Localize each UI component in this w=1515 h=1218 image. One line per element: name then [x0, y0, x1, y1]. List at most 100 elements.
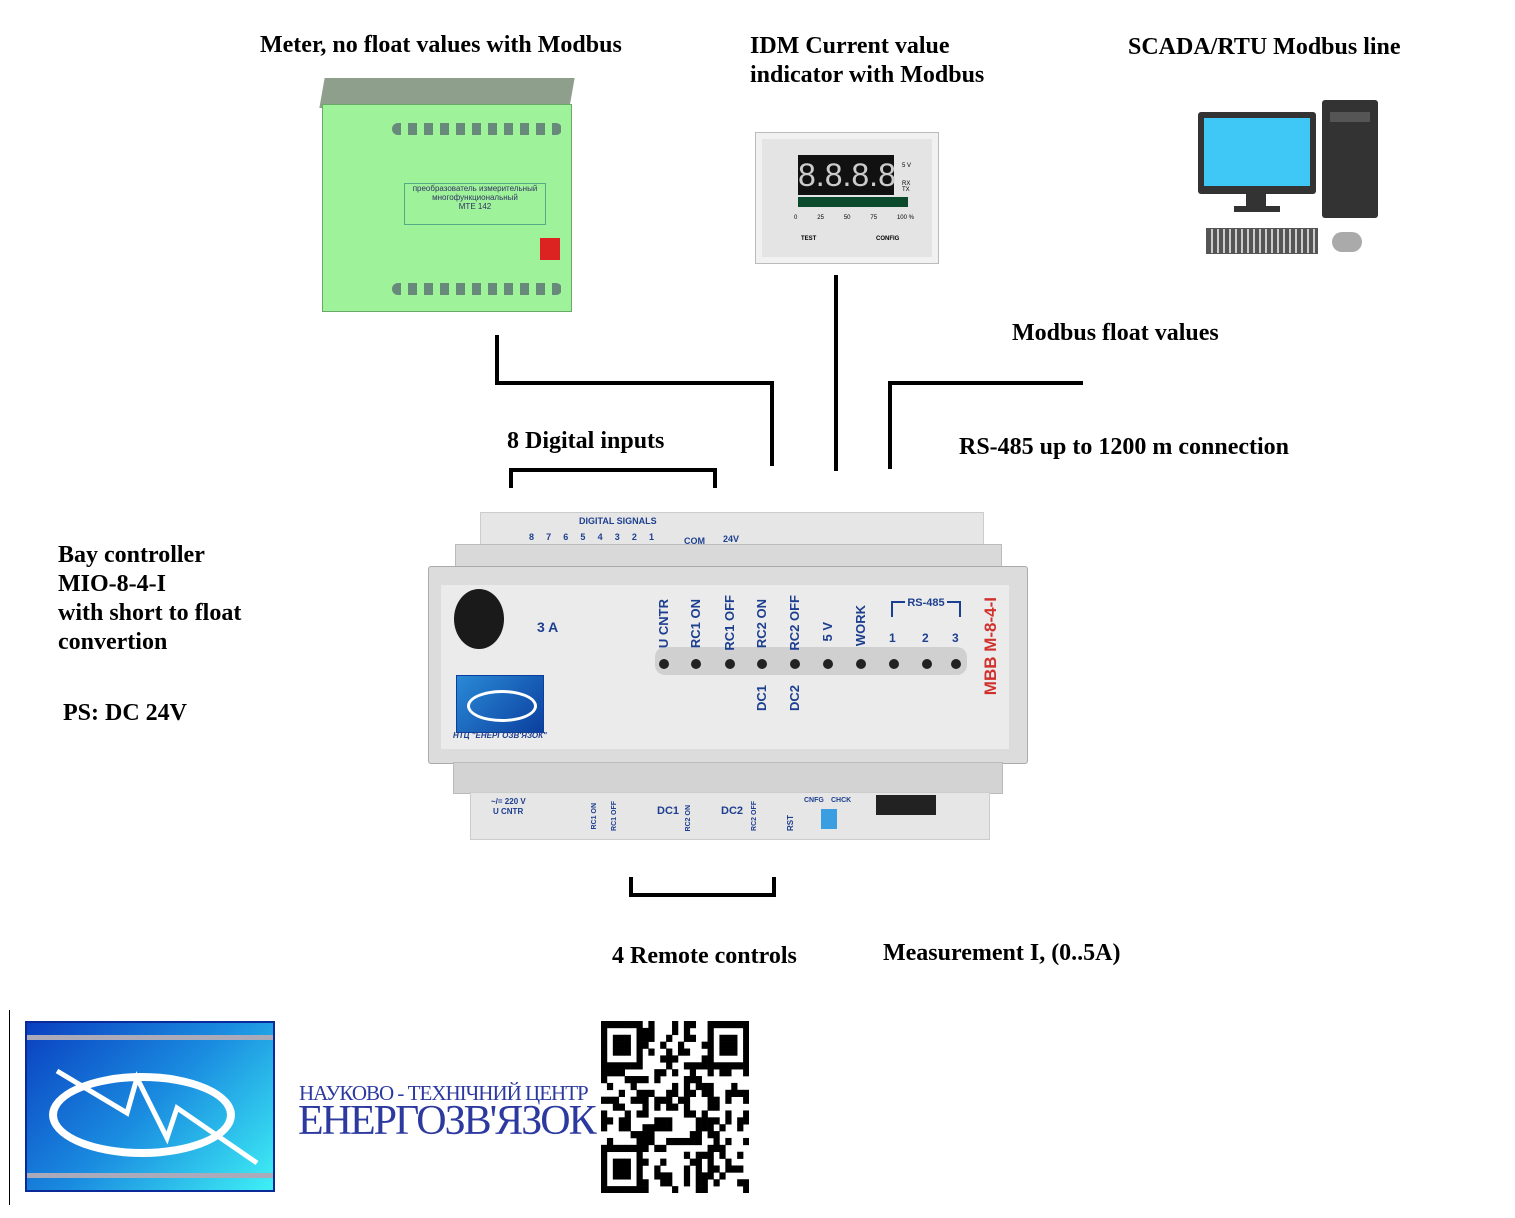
- rs485-group-label: RS-485: [905, 597, 947, 609]
- idm-scale: 0 25 50 75 100 %: [794, 215, 914, 221]
- bottom-label: RC2 ON: [685, 805, 692, 832]
- led-rc1-off: [725, 659, 735, 669]
- scale-tick: 0: [794, 215, 798, 221]
- qr-code-icon: [601, 1021, 749, 1193]
- meter-red-indicator: [540, 238, 560, 260]
- scale-tick: 75: [870, 215, 878, 221]
- company-name: ЕНЕРГОЗВ'ЯЗОК: [298, 1098, 597, 1144]
- company-subtitle: НАУКОВО - ТЕХНІЧНИЙ ЦЕНТР: [299, 1081, 589, 1105]
- input-number: 4: [597, 532, 603, 542]
- current-terminal: [876, 795, 936, 815]
- meter-label: Meter, no float values with Modbus: [260, 32, 622, 58]
- meter-device: преобразователь измерительный многофункц…: [319, 78, 575, 312]
- bottom-terminal-strip: ~/= 220 V U CNTR RC1 ON RC1 OFF DC1 RC2 …: [470, 792, 990, 840]
- digital-inputs-label: 8 Digital inputs: [507, 428, 665, 454]
- input-number: 3: [614, 532, 620, 542]
- led-rs485-1: [889, 659, 899, 669]
- idm-label-1: IDM Current value: [750, 33, 950, 59]
- remote-controls-label: 4 Remote controls: [612, 943, 797, 969]
- idm-connection-line: [834, 275, 838, 471]
- rs485-label: RS-485 up to 1200 m connection: [959, 434, 1290, 460]
- measurement-label: Measurement I, (0..5A): [883, 940, 1121, 966]
- meter-connection-line: [495, 335, 499, 385]
- ps-label: PS: DC 24V: [63, 700, 187, 726]
- input-number: 6: [563, 532, 569, 542]
- bottom-label: U CNTR: [493, 807, 524, 816]
- led-label: 2: [922, 631, 929, 645]
- led-label: 1: [889, 631, 896, 645]
- digital-inputs-bracket: [509, 468, 513, 488]
- led-rc1-on: [691, 659, 701, 669]
- led-label: 5 V: [820, 622, 835, 642]
- remote-controls-bracket: [629, 893, 776, 897]
- fuse-holder[interactable]: [454, 589, 504, 649]
- cnfg-label: CNFG: [804, 797, 824, 804]
- scale-tick: 50: [843, 215, 851, 221]
- led-label: RC2 OFF: [787, 595, 802, 651]
- idm-led-rxtx: RX TX: [902, 181, 911, 193]
- scada-connection-line: [888, 381, 1083, 385]
- bottom-label: ~/= 220 V: [491, 797, 526, 806]
- led-rc2-off: [790, 659, 800, 669]
- footer-divider: [9, 1010, 10, 1205]
- bay-label-4: convertion: [58, 629, 168, 655]
- led-rs485-3: [951, 659, 961, 669]
- remote-controls-bracket: [772, 877, 776, 897]
- meter-connection-line: [495, 381, 774, 385]
- meter-model: MTE 142: [458, 202, 492, 211]
- bay-label-2: MIO-8-4-I: [58, 571, 166, 597]
- rst-button[interactable]: RST: [786, 815, 795, 831]
- dc2-label: DC2: [787, 685, 802, 712]
- scale-tick: 100 %: [896, 215, 914, 221]
- bottom-label: DC2: [721, 805, 744, 817]
- scada-label: SCADA/RTU Modbus line: [1128, 34, 1401, 60]
- meter-nameplate: преобразователь измерительный многофункц…: [404, 183, 546, 225]
- input-number: 1: [648, 532, 654, 542]
- meter-connection-line: [770, 381, 774, 466]
- idm-label-2: indicator with Modbus: [750, 62, 985, 88]
- com-label: COM: [684, 536, 705, 546]
- brand-logo-icon: [456, 675, 544, 733]
- model-label: MBB M-8-4-I: [981, 597, 1000, 696]
- fuse-rating: 3 A: [537, 619, 559, 635]
- led-label: RC1 ON: [688, 599, 703, 649]
- led-rs485-2: [922, 659, 932, 669]
- led-5v: [823, 659, 833, 669]
- idm-test-button: TEST: [801, 236, 817, 242]
- bay-label-3: with short to float: [58, 600, 242, 626]
- chck-label: CHCK: [831, 797, 852, 804]
- led-work: [856, 659, 866, 669]
- idm-led-5v: 5 V: [902, 163, 912, 169]
- digital-inputs-bracket: [713, 468, 717, 488]
- power-label: 24V: [723, 534, 740, 544]
- brand-label: НТЦ "ЕНЕРГОЗВ'ЯЗОК": [453, 731, 547, 740]
- led-u-cntr: [659, 659, 669, 669]
- dc1-label: DC1: [754, 685, 769, 712]
- input-number: 5: [580, 532, 586, 542]
- idm-config-button: CONFIG: [876, 236, 900, 242]
- led-rc2-on: [757, 659, 767, 669]
- bottom-label: RC1 OFF: [611, 801, 618, 831]
- modbus-float-label: Modbus float values: [1012, 320, 1219, 346]
- remote-controls-bracket: [629, 877, 633, 897]
- bay-label-1: Bay controller: [58, 542, 205, 568]
- led-label: RC2 ON: [754, 599, 769, 649]
- dip-switch[interactable]: [821, 809, 837, 829]
- led-label: 3: [952, 631, 959, 645]
- scada-connection-line: [888, 381, 892, 469]
- digital-signals-label: DIGITAL SIGNALS: [579, 516, 657, 526]
- scale-tick: 25: [817, 215, 824, 221]
- led-label: RC1 OFF: [722, 595, 737, 651]
- front-panel: 3 A НТЦ "ЕНЕРГОЗВ'ЯЗОК" U CNTR RC1 ON RC…: [428, 566, 1028, 764]
- digital-inputs-bracket: [509, 468, 717, 472]
- meter-text: преобразователь измерительный многофункц…: [412, 184, 538, 202]
- led-label: U CNTR: [656, 599, 671, 649]
- bottom-label: RC1 ON: [591, 803, 598, 830]
- input-number: 2: [631, 532, 637, 542]
- led-label: WORK: [853, 605, 868, 647]
- bottom-label: RC2 OFF: [751, 801, 758, 831]
